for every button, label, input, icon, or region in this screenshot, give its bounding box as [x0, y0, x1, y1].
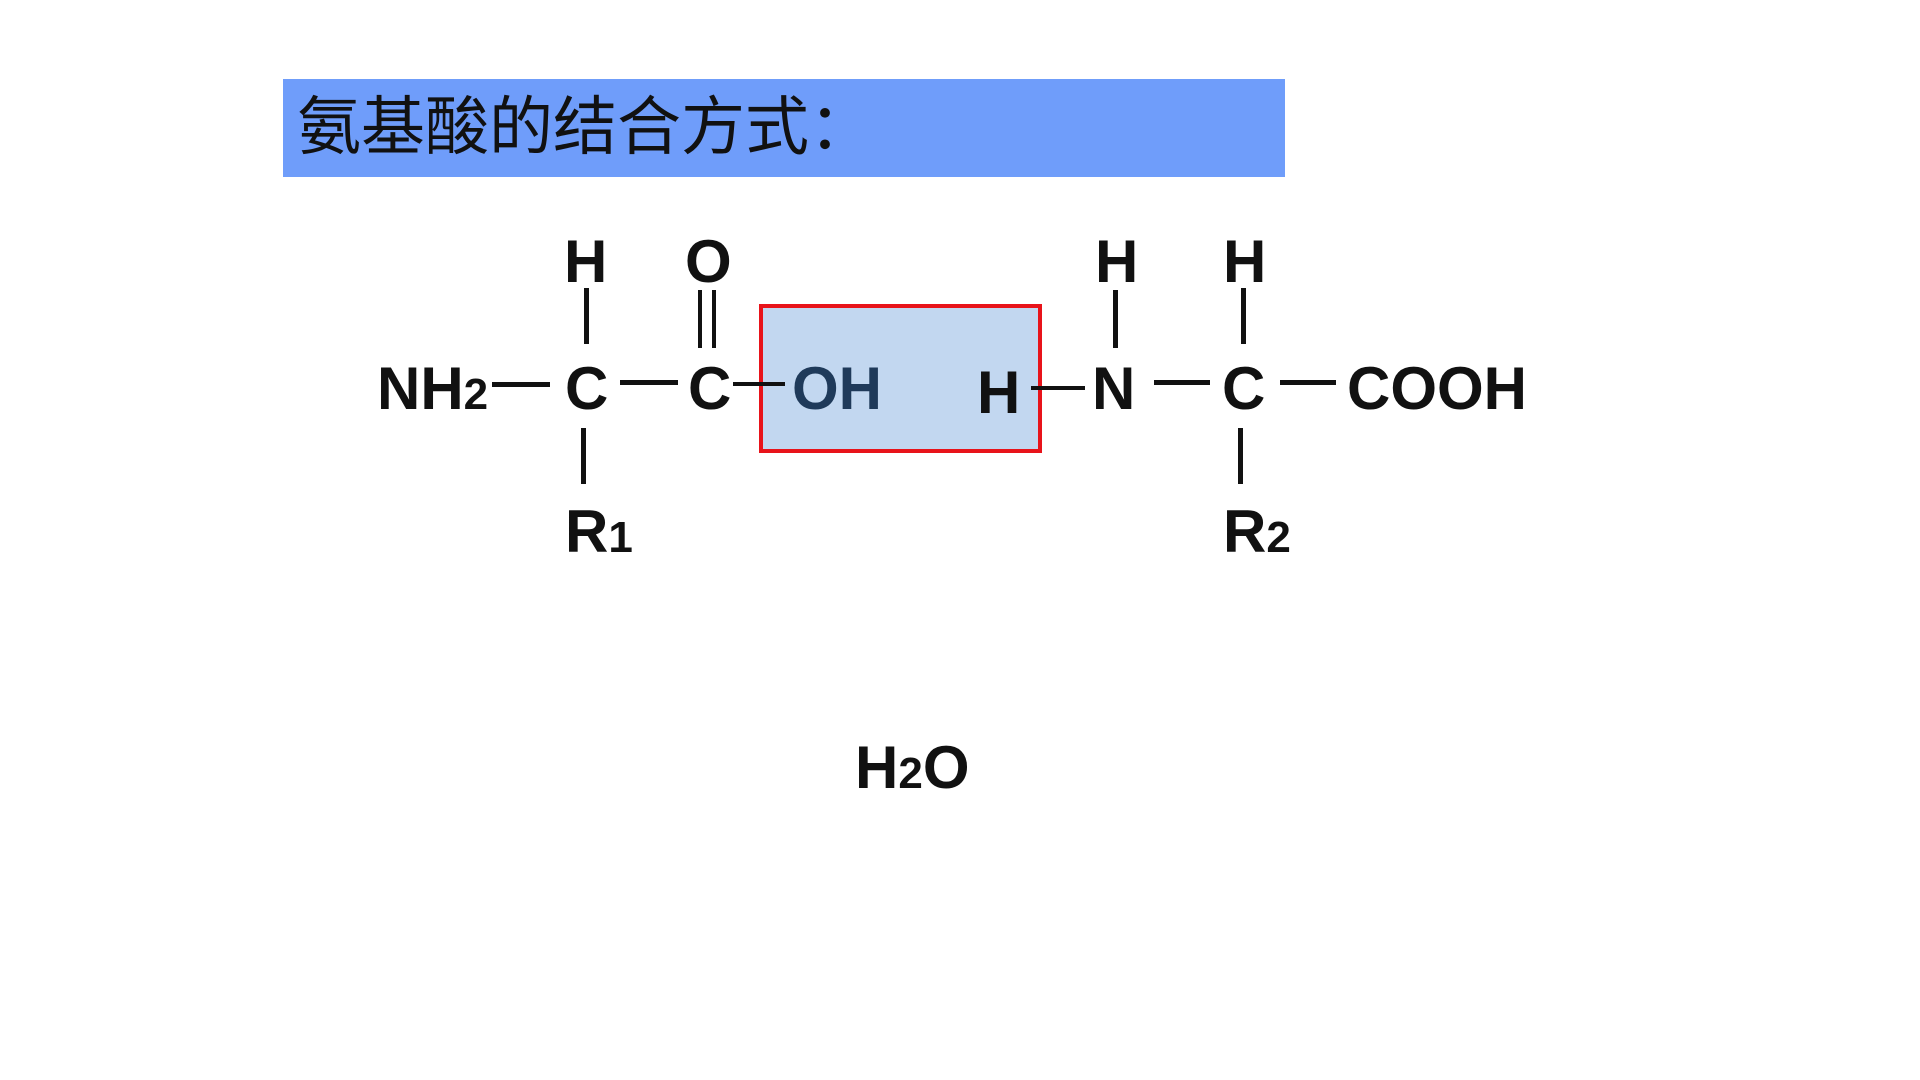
carboxyl-group: COOH	[1347, 355, 1527, 422]
r-group-1: R1	[565, 498, 633, 565]
bond-n-c3	[1154, 380, 1210, 385]
title-bar: 氨基酸的结合方式：	[283, 79, 1285, 177]
carbonyl-oxygen: O	[685, 228, 732, 295]
bond-c1-r1	[581, 428, 586, 484]
water-molecule: H2O	[855, 734, 970, 801]
amino-hydrogen: H	[977, 359, 1021, 426]
amino-nitrogen: N	[1092, 355, 1136, 422]
amino-group: NH2	[377, 355, 489, 422]
bond-c3-r2	[1238, 428, 1243, 484]
bond-n-h	[1113, 290, 1118, 348]
r-group-2: R2	[1223, 498, 1291, 565]
bond-c3-cooh	[1280, 380, 1336, 385]
alpha-carbon-1: C	[565, 355, 609, 422]
hydroxyl-group: OH	[792, 355, 882, 422]
alpha-carbon-2: C	[1222, 355, 1266, 422]
bond-c1-h	[584, 288, 589, 344]
bond-c3-h	[1241, 288, 1246, 344]
alpha-carbon-2-hydrogen: H	[1223, 228, 1267, 295]
double-bond-line-2	[712, 290, 716, 348]
bond-c1-c2	[620, 380, 678, 385]
slide-title: 氨基酸的结合方式：	[297, 91, 873, 165]
bond-n-c1	[492, 382, 550, 387]
bond-c2-oh	[733, 382, 785, 386]
carboxyl-carbon: C	[688, 355, 732, 422]
alpha-carbon-1-hydrogen: H	[564, 228, 608, 295]
nitrogen-hydrogen: H	[1095, 228, 1139, 295]
dehydration-highlight-box	[759, 304, 1042, 453]
bond-h-n	[1031, 386, 1085, 390]
double-bond-line-1	[698, 290, 702, 348]
